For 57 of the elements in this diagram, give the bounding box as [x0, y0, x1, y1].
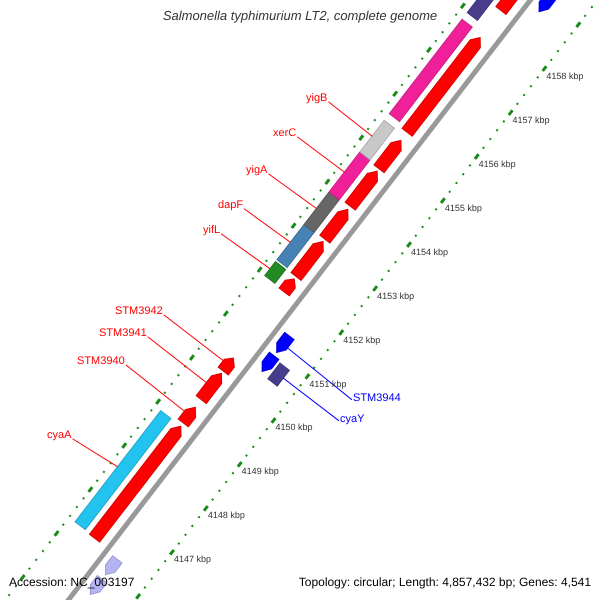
scale-label: 4150 kbp: [276, 422, 313, 434]
gene-feature: [264, 260, 286, 284]
scale-label: 4155 kbp: [444, 202, 482, 214]
scale-label: 4156 kbp: [478, 158, 516, 170]
leader-line: [147, 336, 207, 384]
gene-feature: [328, 151, 371, 200]
gene-feature: [262, 352, 280, 372]
scale-label: 4151 kbp: [309, 378, 346, 390]
leader-line: [244, 208, 292, 244]
gene-feature: [217, 357, 235, 376]
gene-feature: [267, 362, 290, 387]
scale-label: 4154 kbp: [410, 246, 448, 258]
leader-line: [296, 136, 345, 173]
accession-text: Accession: NC_003197: [9, 575, 134, 589]
leader-line: [328, 101, 373, 137]
scale-label: 4157 kbp: [512, 114, 550, 126]
gene-label: STM3944: [353, 392, 401, 405]
leader-line: [282, 377, 340, 422]
leader-line: [163, 314, 224, 362]
gene-label: cyaY: [340, 413, 364, 426]
scale-label: 4147 kbp: [174, 554, 212, 566]
scale-label: 4149 kbp: [242, 466, 279, 478]
leader-line: [220, 233, 270, 270]
leader-line: [72, 438, 118, 468]
gene-label: STM3941: [99, 327, 147, 340]
leader-line: [286, 347, 352, 400]
scale-label: 4153 kbp: [377, 290, 414, 302]
gene-feature: [401, 36, 481, 137]
gene-label: xerC: [273, 127, 296, 140]
gene-feature: [303, 191, 340, 234]
leader-line: [268, 173, 318, 210]
gene-label: yigB: [306, 92, 328, 105]
gene-feature: [178, 406, 196, 428]
gene-feature: [373, 140, 402, 174]
gene-label: cyaA: [47, 429, 72, 442]
gene-label: STM3942: [115, 305, 163, 318]
gene-feature: [319, 208, 348, 244]
gene-label: dapF: [218, 199, 244, 212]
gene-label: yifL: [203, 224, 220, 237]
gene-feature: [88, 426, 182, 543]
map-title: Salmonella typhimurium LT2, complete genome: [162, 9, 438, 22]
scale-label: 4152 kbp: [343, 334, 380, 346]
scale-label: 4148 kbp: [208, 510, 245, 522]
gene-feature: [105, 555, 123, 576]
leader-line: [125, 364, 186, 412]
gene-feature: [195, 372, 222, 404]
gene-feature: [359, 120, 396, 160]
gene-feature: [276, 224, 315, 268]
gene-label: yigA: [246, 164, 268, 177]
scale-label: 4158 kbp: [546, 70, 584, 82]
gene-feature: [344, 170, 378, 211]
gene-label: STM3940: [77, 355, 125, 368]
gene-feature: [74, 410, 172, 530]
gene-feature: [276, 332, 295, 354]
genome-stats-text: Topology: circular; Length: 4,857,432 bp; Genes: 4,541: [298, 575, 591, 589]
gene-feature: [278, 278, 296, 296]
gene-feature: [290, 240, 324, 282]
